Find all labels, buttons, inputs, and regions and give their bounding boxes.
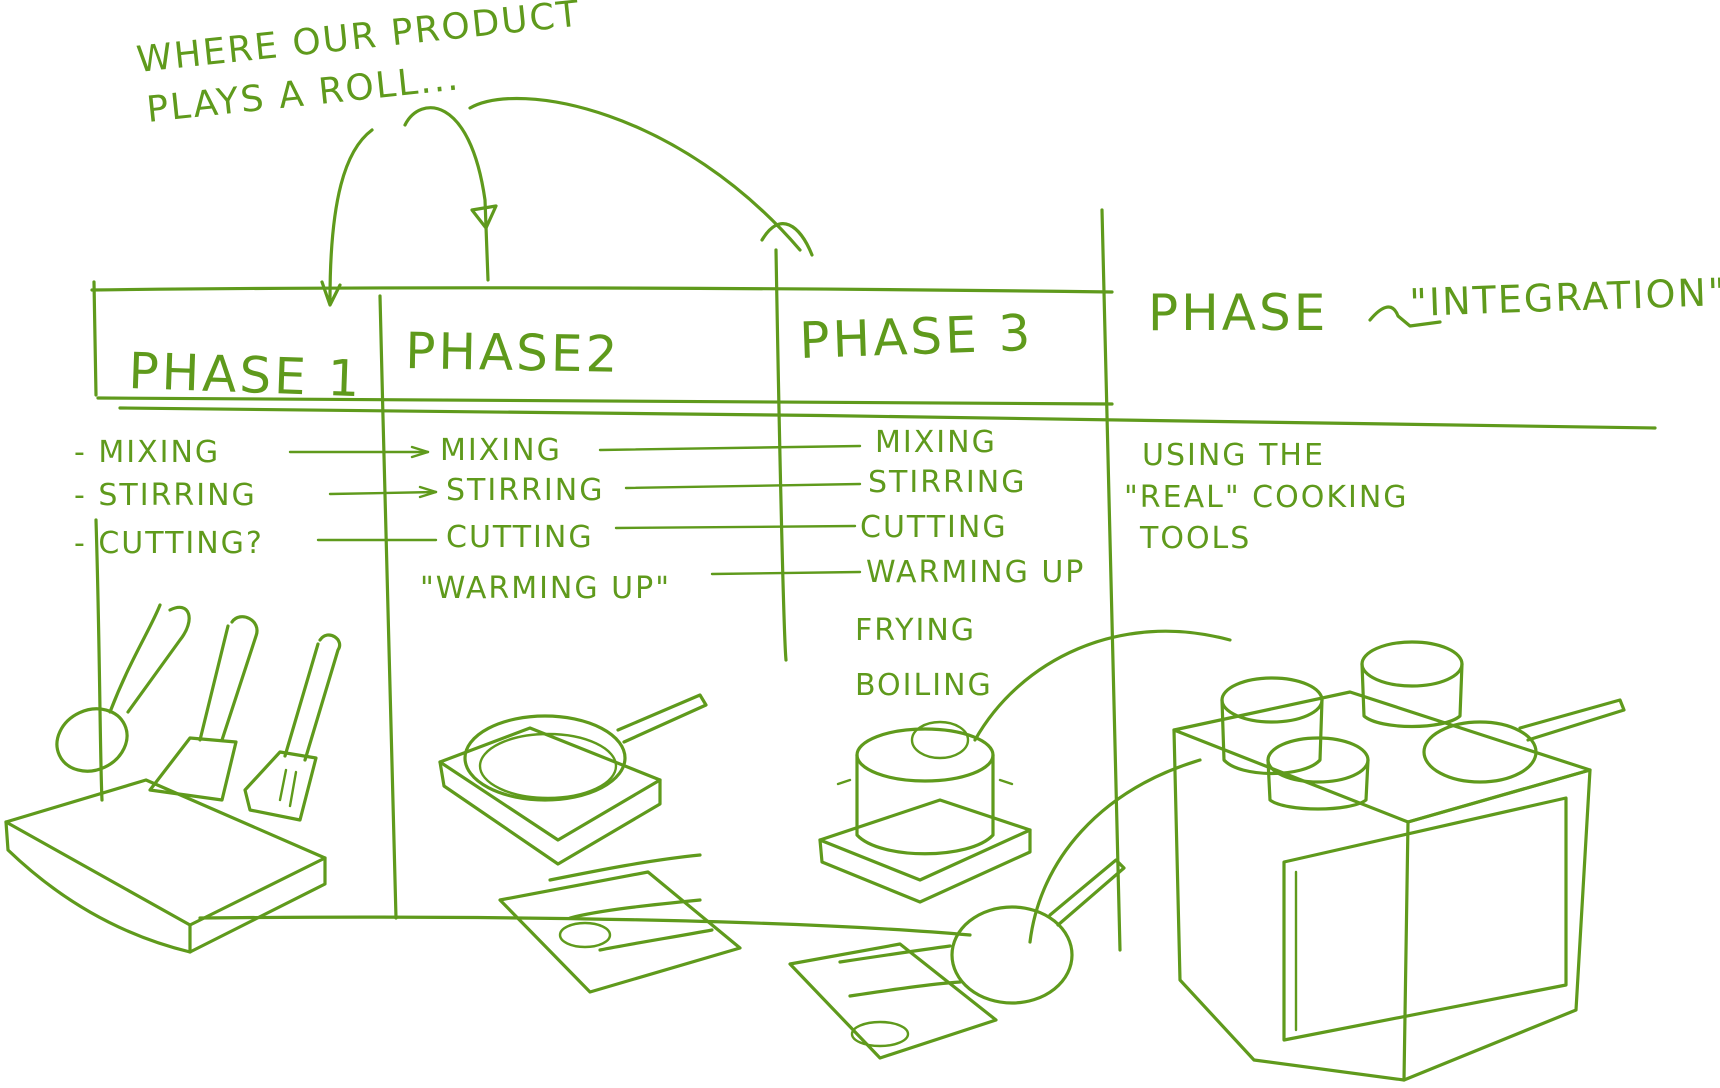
grid-line-left bbox=[94, 282, 96, 395]
connector-mixing-2-3 bbox=[600, 446, 860, 450]
spoon-icon bbox=[47, 605, 189, 782]
phase-4-label: PHASE bbox=[1148, 284, 1328, 342]
phase-1-item-cutting: - CUTTING? bbox=[74, 526, 264, 561]
arrow-to-phase-3 bbox=[470, 98, 800, 250]
phase-1-tools bbox=[6, 605, 340, 952]
phase-1-item-stirring: - STIRRING bbox=[74, 478, 257, 513]
arrow-to-phase-1 bbox=[330, 130, 372, 300]
phase-4-suffix: "INTEGRATION" bbox=[1409, 270, 1720, 325]
phase-4-note: USING THE "REAL" COOKING TOOLS bbox=[1124, 438, 1409, 556]
frying-pan-2-icon bbox=[952, 860, 1124, 1003]
stove-pad bbox=[440, 728, 660, 864]
phase-1-label: PHASE 1 bbox=[128, 342, 364, 408]
phase-2-tools bbox=[440, 695, 740, 992]
table-bottom-line bbox=[200, 917, 970, 935]
arrow-to-phase-2 bbox=[405, 108, 488, 280]
connector-warming-2-3 bbox=[712, 572, 860, 574]
stovetop-pots bbox=[1222, 642, 1624, 809]
grid-line-3 bbox=[1102, 210, 1120, 950]
phase-3-item-cutting: CUTTING bbox=[860, 510, 1008, 545]
phase-2-item-stirring: STIRRING bbox=[446, 473, 604, 508]
phase-1-items: - MIXING - STIRRING - CUTTING? bbox=[74, 435, 264, 561]
phase-4-note-line-3: TOOLS bbox=[1139, 521, 1251, 556]
phase-3-label: PHASE 3 bbox=[798, 304, 1034, 370]
spatula-icon bbox=[150, 617, 257, 800]
arrow-to-phase-2-head bbox=[472, 206, 496, 228]
phase-1-item-mixing: - MIXING bbox=[74, 435, 220, 470]
connector-cutting-2-3 bbox=[616, 526, 855, 528]
phase-3-item-boiling: BOILING bbox=[855, 668, 993, 703]
grid-line-left-lower bbox=[96, 520, 102, 800]
phase-3-item-mixing: MIXING bbox=[875, 425, 997, 460]
phase-2-item-warming-up: "WARMING UP" bbox=[420, 571, 671, 606]
phase-2-item-cutting: CUTTING bbox=[446, 520, 594, 555]
phase-2-label: PHASE2 bbox=[405, 322, 621, 384]
title-group: WHERE OUR PRODUCT PLAYS A ROLL... bbox=[135, 0, 583, 131]
phase-4-note-line-1: USING THE bbox=[1142, 438, 1325, 473]
connector-stirring-2-3 bbox=[626, 484, 860, 488]
slotted-spatula-icon bbox=[245, 635, 340, 820]
grid-line-2 bbox=[776, 250, 786, 660]
phase-3-item-warming-up: WARMING UP bbox=[866, 555, 1085, 590]
table-top-line bbox=[92, 288, 1112, 292]
title-arrows bbox=[322, 98, 812, 305]
grid-line-1 bbox=[380, 296, 396, 918]
connector-stirring-1-2 bbox=[330, 492, 436, 494]
phase-2-item-mixing: MIXING bbox=[440, 433, 562, 468]
cooking-pot-icon bbox=[838, 722, 1012, 854]
stove-base bbox=[820, 800, 1030, 902]
kitchen-knives bbox=[500, 855, 740, 992]
cutting-board bbox=[6, 780, 325, 952]
phase-3-item-stirring: STIRRING bbox=[868, 465, 1026, 500]
cooking-stove bbox=[1174, 642, 1624, 1080]
phase-2-items: MIXING STIRRING CUTTING "WARMING UP" bbox=[420, 433, 671, 606]
frying-pan-icon bbox=[465, 695, 706, 800]
knives-set-2 bbox=[790, 944, 996, 1058]
phase-4-note-line-2: "REAL" COOKING bbox=[1124, 480, 1409, 515]
arrow-to-phase-3-head bbox=[762, 224, 812, 255]
phase-3-item-frying: FRYING bbox=[855, 613, 976, 648]
arc-to-stove-1 bbox=[975, 631, 1230, 740]
